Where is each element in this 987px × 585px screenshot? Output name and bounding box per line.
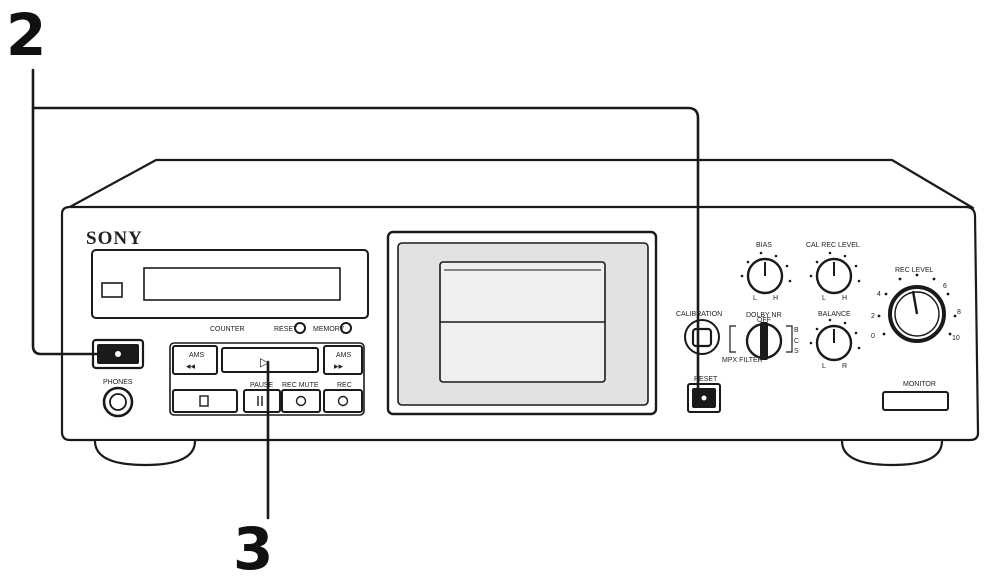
stop-icon: [199, 395, 209, 407]
balance-left-label: L: [822, 363, 826, 370]
mpx-filter-label: MPX FILTER: [722, 357, 763, 364]
play-button[interactable]: [221, 347, 319, 373]
calibration-label: CALIBRATION: [676, 311, 722, 318]
callout-step-2: 2: [6, 1, 47, 69]
cassette-compartment[interactable]: [386, 230, 658, 416]
bias-high-label: H: [773, 295, 778, 302]
balance-right-label: R: [842, 363, 847, 370]
dolby-option-off: OFF: [757, 317, 771, 324]
calibration-button[interactable]: [684, 319, 720, 355]
rec-level-scale-2: 2: [871, 313, 875, 320]
cal-rec-level-label: CAL REC LEVEL: [806, 242, 860, 249]
ams-rewind-label: AMS: [189, 352, 205, 359]
rec-button[interactable]: [323, 389, 363, 413]
pause-label: PAUSE: [250, 382, 274, 389]
monitor-button[interactable]: [882, 391, 949, 411]
reset-label: RESET: [274, 326, 298, 333]
play-icon: ▷: [260, 355, 270, 369]
leader-line-2-reset: [31, 106, 700, 396]
bias-knob[interactable]: [740, 251, 792, 295]
rec-level-scale-0: 0: [871, 333, 875, 340]
cal-rec-high-label: H: [842, 295, 847, 302]
dolby-option-s: S: [794, 348, 799, 355]
ams-forward-label: AMS: [336, 352, 352, 359]
cal-rec-level-knob[interactable]: [809, 251, 861, 295]
stop-button[interactable]: [172, 389, 238, 413]
rec-level-label: REC LEVEL: [895, 267, 934, 274]
phones-label: PHONES: [103, 379, 133, 386]
rec-level-scale-6: 6: [943, 283, 947, 290]
dolby-nr-selector[interactable]: [729, 322, 793, 360]
left-foot: [93, 440, 197, 467]
bias-label: BIAS: [756, 242, 772, 249]
rewind-icon: ◂◂: [186, 362, 196, 372]
ams-rewind-button[interactable]: [172, 345, 218, 375]
rec-mute-label: REC MUTE: [282, 382, 319, 389]
forward-icon: ▸▸: [334, 362, 344, 372]
bias-low-label: L: [753, 295, 757, 302]
rec-mute-button[interactable]: [281, 389, 321, 413]
dolby-nr-label: DOLBY NR: [746, 312, 782, 319]
rec-label: REC: [337, 382, 352, 389]
reset-button-label: RESET: [694, 376, 718, 383]
leader-line-2: [31, 68, 110, 356]
rec-mute-icon: [295, 395, 307, 407]
rec-icon: [337, 395, 349, 407]
cal-rec-low-label: L: [822, 295, 826, 302]
balance-knob[interactable]: [809, 318, 861, 362]
callout-step-3: 3: [233, 515, 274, 583]
memory-label: MEMORY: [313, 326, 345, 333]
dolby-option-c: C: [794, 338, 799, 345]
rec-level-scale-8: 8: [957, 309, 961, 316]
dolby-option-b: B: [794, 327, 799, 334]
ams-forward-button[interactable]: [323, 345, 363, 375]
balance-label: BALANCE: [818, 311, 851, 318]
counter-label: COUNTER: [210, 326, 245, 333]
display-panel: [91, 249, 369, 319]
counter-controls: [294, 322, 352, 334]
phones-jack[interactable]: [102, 386, 134, 418]
brand-logo: SONY: [86, 228, 143, 249]
rec-level-scale-4: 4: [877, 291, 881, 298]
reset-button[interactable]: [687, 383, 721, 413]
right-foot: [840, 440, 944, 467]
cabinet-top: [66, 158, 975, 210]
monitor-label: MONITOR: [903, 381, 936, 388]
rec-level-knob[interactable]: [877, 273, 957, 343]
rec-level-scale-10: 10: [952, 335, 960, 342]
